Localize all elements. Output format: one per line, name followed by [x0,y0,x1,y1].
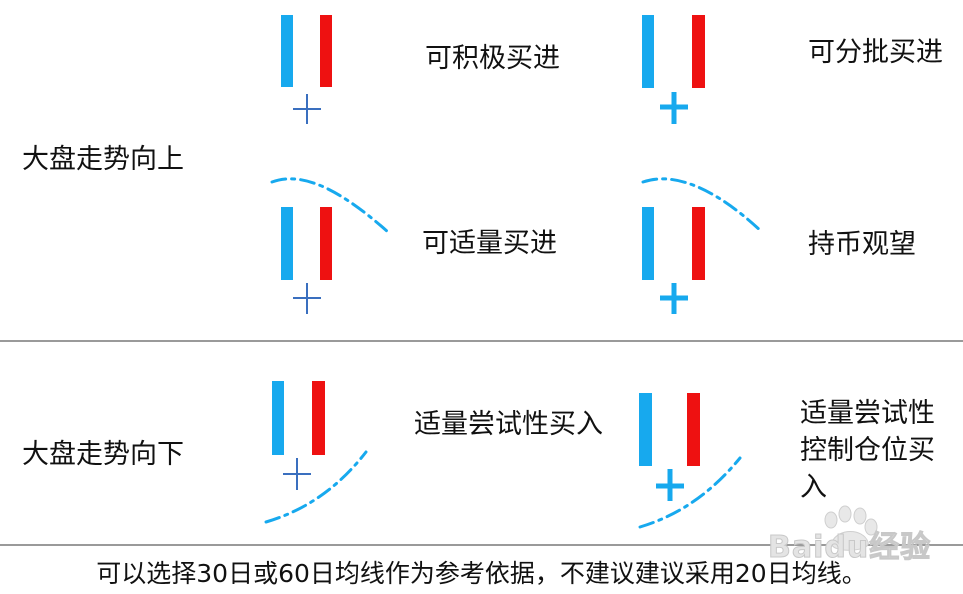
candle-group-2 [642,15,705,124]
advice-label: 可分批买进 [808,37,943,68]
baidu-paw-icon [824,505,878,551]
thick-cross-icon [656,469,684,501]
red-candle [692,207,705,280]
advice-label: 可适量买进 [422,228,557,259]
advice-label: 适量尝试性控制仓位买入 [800,398,935,503]
thick-cross-icon [660,283,688,314]
cross-icon [293,94,321,124]
blue-candle [639,393,652,466]
candle-group-6 [638,393,742,529]
blue-candle [272,381,284,455]
blue-candle [642,15,654,88]
trend-label-up: 大盘走势向上 [22,144,184,175]
red-candle [692,15,705,88]
candle-group-5 [264,381,368,524]
advice-label: 持币观望 [808,229,916,260]
downward-curve-dashed [270,177,390,234]
trend-label-down: 大盘走势向下 [22,439,184,470]
footer-note: 可以选择30日或60日均线作为参考依据，不建议建议采用20日均线。 [96,559,867,588]
candle-group-3 [270,177,390,314]
blue-candle [642,207,654,280]
advice-label: 可积极买进 [425,43,560,74]
downward-curve-dashed [641,177,764,234]
blue-candle [281,207,293,280]
red-candle [320,207,332,280]
watermark-text: Baidu经验 [768,530,932,566]
red-candle [687,393,700,466]
baidu-watermark: Baidu经验 [768,500,958,566]
upward-curve-dashed [264,450,368,524]
candle-group-1 [281,15,332,124]
red-candle [312,381,325,455]
advice-label: 适量尝试性买入 [414,409,603,440]
upward-curve-dashed [638,456,742,529]
candle-group-4 [641,177,764,314]
red-candle [320,15,332,87]
cross-icon [283,458,311,490]
cross-icon [293,283,321,314]
blue-candle [281,15,293,87]
thick-cross-icon [660,92,688,124]
